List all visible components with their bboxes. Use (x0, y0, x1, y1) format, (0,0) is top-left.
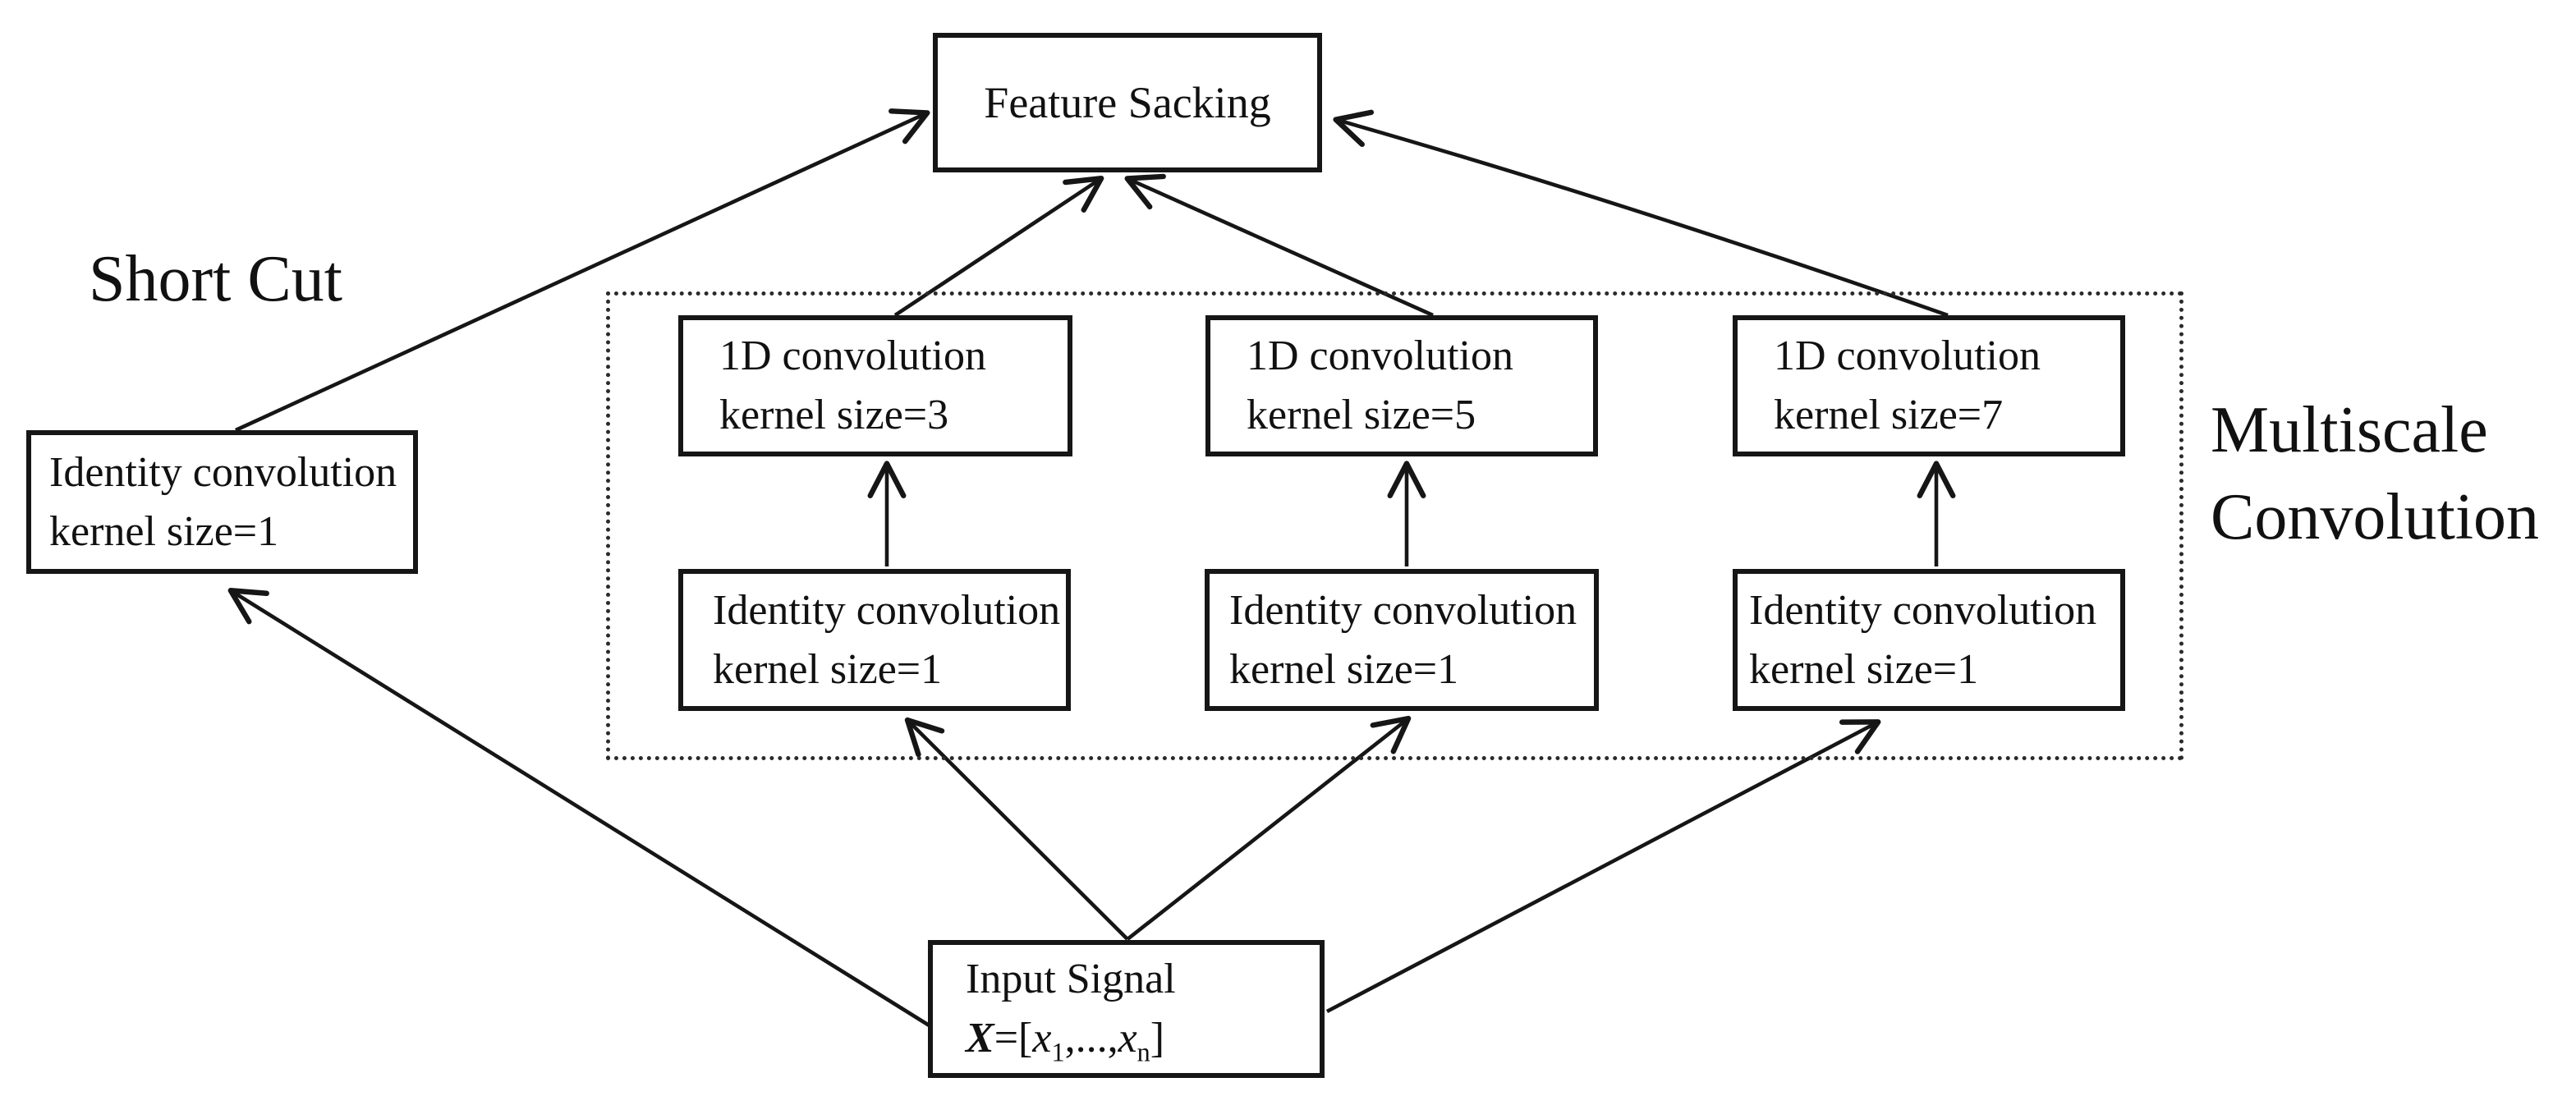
conv-k3-line1: 1D convolution (719, 332, 986, 380)
arrow-conv-k7-to-feature-stacking (1333, 109, 1949, 318)
conv-k7-line2: kernel size=7 (1774, 392, 2004, 438)
conv-k5-line1: 1D convolution (1247, 332, 1513, 380)
conv-k3-box: 1D convolution kernel size=3 (678, 315, 1072, 456)
identity-col2-line2: kernel size=1 (1229, 645, 1459, 693)
multiscale-label-line1: Multiscale (2211, 394, 2488, 466)
identity-col3-line1: Identity convolution (1749, 586, 2097, 634)
shortcut-identity-line2: kernel size=1 (49, 507, 279, 555)
identity-col1-line1: Identity convolution (713, 586, 1061, 634)
conv-k7-box: 1D convolution kernel size=7 (1733, 315, 2125, 456)
identity-col3-line2: kernel size=1 (1749, 645, 1979, 693)
conv-k5-box: 1D convolution kernel size=5 (1205, 315, 1598, 456)
arrow-input-to-identity-col2 (1126, 715, 1412, 941)
identity-col3-box: Identity convolution kernel size=1 (1733, 569, 2125, 711)
identity-col1-box: Identity convolution kernel size=1 (678, 569, 1071, 711)
feature-stacking-label: Feature Sacking (984, 77, 1271, 127)
conv-k3-line2: kernel size=3 (719, 392, 949, 438)
arrow-shortcut-identity-to-feature-stacking (235, 108, 930, 433)
identity-col2-line1: Identity convolution (1229, 586, 1577, 634)
multiscale-convolution-label: Multiscale Convolution (2211, 387, 2539, 561)
input-signal-line1: Input Signal (966, 956, 1176, 1003)
feature-stacking-box: Feature Sacking (933, 33, 1322, 172)
shortcut-identity-line1: Identity convolution (49, 448, 397, 496)
identity-col2-box: Identity convolution kernel size=1 (1205, 569, 1599, 711)
conv-k7-line1: 1D convolution (1774, 332, 2041, 380)
multiscale-label-line2: Convolution (2211, 480, 2540, 553)
input-signal-box: Input Signal X=[x1,...,xn] (928, 940, 1325, 1078)
arrow-input-to-identity-col3 (1325, 719, 1881, 1014)
multiscale-dotted-frame (606, 291, 2183, 760)
shortcut-identity-box: Identity convolution kernel size=1 (26, 430, 418, 574)
identity-col1-line2: kernel size=1 (713, 645, 943, 693)
conv-k5-line2: kernel size=5 (1247, 392, 1476, 438)
short-cut-label: Short Cut (89, 243, 342, 315)
arrow-input-to-shortcut-identity (227, 588, 932, 1028)
input-signal-formula: X=[x1,...,xn] (966, 1015, 1165, 1067)
